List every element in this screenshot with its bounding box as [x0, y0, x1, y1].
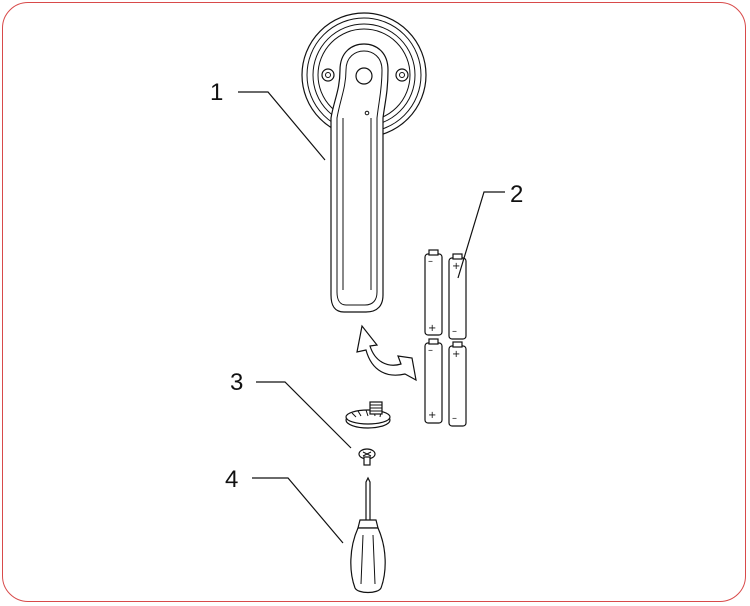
battery-set: – + + – – + + – — [424, 249, 467, 427]
handle-lever — [330, 43, 389, 313]
callout-label-1: 1 — [210, 79, 223, 106]
insert-arrow — [356, 324, 417, 382]
callout-3: 3 — [230, 369, 352, 449]
battery-2: + – — [448, 253, 467, 340]
svg-text:–: – — [428, 256, 433, 267]
battery-3: – + — [424, 338, 443, 424]
svg-text:–: – — [452, 413, 457, 424]
callout-label-2: 2 — [510, 181, 523, 208]
callout-4: 4 — [225, 466, 344, 544]
screwdriver — [350, 476, 386, 594]
battery-cap — [345, 401, 391, 429]
callout-1: 1 — [210, 79, 326, 161]
callout-2: 2 — [457, 181, 523, 279]
svg-text:+: + — [428, 410, 436, 421]
screw-hole-left — [321, 68, 335, 82]
callout-label-4: 4 — [225, 466, 238, 493]
spindle-hole — [355, 67, 373, 85]
cap-indicator — [364, 110, 370, 116]
svg-text:–: – — [452, 326, 457, 337]
svg-text:+: + — [428, 323, 436, 334]
callout-label-3: 3 — [230, 369, 243, 396]
svg-text:+: + — [452, 349, 460, 360]
battery-4: + – — [448, 341, 467, 427]
svg-text:–: – — [428, 345, 433, 356]
battery-1: – + — [424, 249, 443, 336]
svg-text:+: + — [452, 261, 460, 272]
screw-hole-right — [395, 68, 409, 82]
cap-screw — [358, 448, 376, 466]
